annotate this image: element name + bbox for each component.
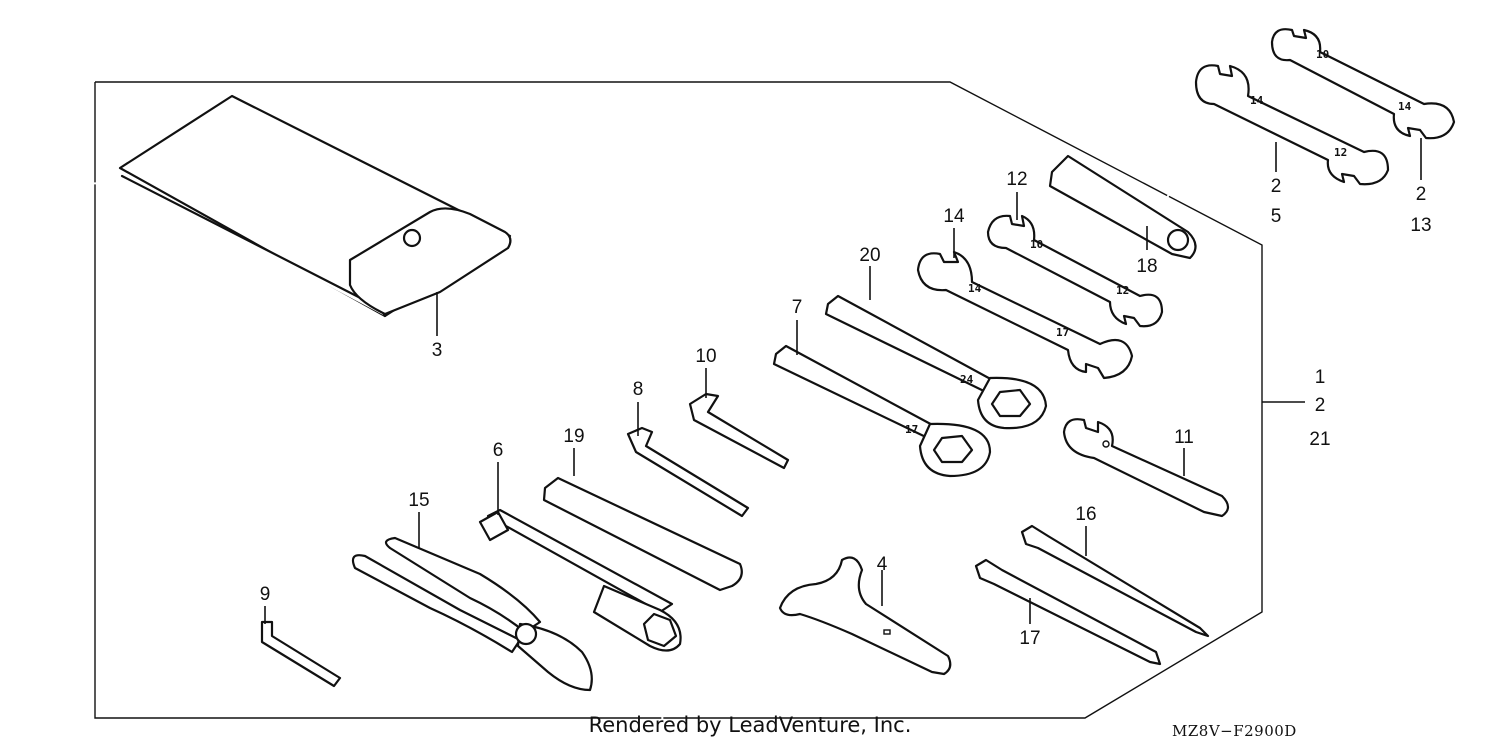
callout-18: 18 — [1136, 256, 1157, 277]
open-end-wrench-10-14[interactable]: 10 14 — [1270, 28, 1456, 140]
hex-key-small[interactable] — [260, 620, 342, 688]
kit-outline-frame — [94, 81, 1263, 719]
callout-17: 17 — [1019, 628, 1040, 649]
callout-2: 2 — [1315, 395, 1326, 416]
callout-15: 15 — [408, 490, 429, 511]
callout-11: 11 — [1174, 427, 1194, 448]
wrench-size-stamp: 14 — [1398, 100, 1412, 113]
open-end-wrench-14-12[interactable]: 14 12 — [1194, 64, 1390, 186]
callout-19: 19 — [563, 426, 584, 447]
diagram-code: MZ8V−F2900D — [1172, 722, 1297, 740]
wrench-size-stamp: 17 — [1056, 326, 1069, 339]
callout-8: 8 — [633, 379, 644, 400]
box-wrench-24[interactable]: 24 — [824, 294, 1048, 430]
callout-13: 13 — [1410, 215, 1431, 236]
pin-spanner[interactable] — [778, 556, 952, 676]
pliers[interactable] — [351, 536, 593, 692]
open-end-wrench-10-12[interactable]: 10 12 — [986, 214, 1164, 328]
wrench-size-stamp: 17 — [905, 423, 918, 436]
wrench-size-stamp: 14 — [1250, 94, 1264, 107]
flat-screwdriver[interactable] — [974, 558, 1162, 666]
callout-21: 21 — [1309, 429, 1330, 450]
callout-2-upper-left: 2 — [1271, 176, 1282, 197]
callout-7: 7 — [792, 297, 803, 318]
callout-10: 10 — [695, 346, 716, 367]
spark-plug-wrench[interactable] — [478, 508, 682, 652]
wrench-handle[interactable] — [542, 476, 743, 592]
single-open-wrench[interactable] — [1062, 418, 1230, 518]
callout-5: 5 — [1271, 206, 1282, 227]
callout-9: 9 — [260, 584, 271, 605]
wrench-size-stamp: 24 — [960, 373, 974, 386]
callouts: 1 2 21 3 2 5 2 13 6 7 8 9 10 11 12 14 15… — [260, 169, 1432, 649]
tool-bag[interactable] — [118, 94, 512, 318]
footer-credit: Rendered by LeadVenture, Inc. — [588, 713, 912, 737]
hex-key-medium[interactable] — [626, 426, 750, 518]
screwdriver-handle[interactable] — [1048, 154, 1197, 260]
callout-6: 6 — [493, 440, 504, 461]
callout-16: 16 — [1075, 504, 1096, 525]
open-end-wrench-14-17[interactable]: 14 17 — [916, 250, 1134, 380]
callout-2-upper-right: 2 — [1416, 184, 1427, 205]
wrench-size-stamp: 14 — [968, 282, 982, 295]
snap-button-icon — [402, 228, 422, 248]
wrench-size-stamp: 10 — [1316, 48, 1329, 61]
wrench-size-stamp: 10 — [1030, 238, 1043, 251]
wrench-size-stamp: 12 — [1116, 284, 1129, 297]
callout-4: 4 — [877, 554, 888, 575]
wrench-size-stamp: 12 — [1334, 146, 1347, 159]
callout-20: 20 — [859, 245, 880, 266]
callout-14: 14 — [943, 206, 965, 227]
hex-key-large[interactable] — [688, 392, 790, 470]
leader-lines — [264, 138, 1422, 624]
callout-12: 12 — [1006, 169, 1027, 190]
box-wrench-17[interactable]: 17 — [772, 344, 992, 478]
callout-1: 1 — [1315, 367, 1326, 388]
phillips-screwdriver[interactable] — [1020, 524, 1210, 638]
callout-3: 3 — [432, 340, 443, 361]
